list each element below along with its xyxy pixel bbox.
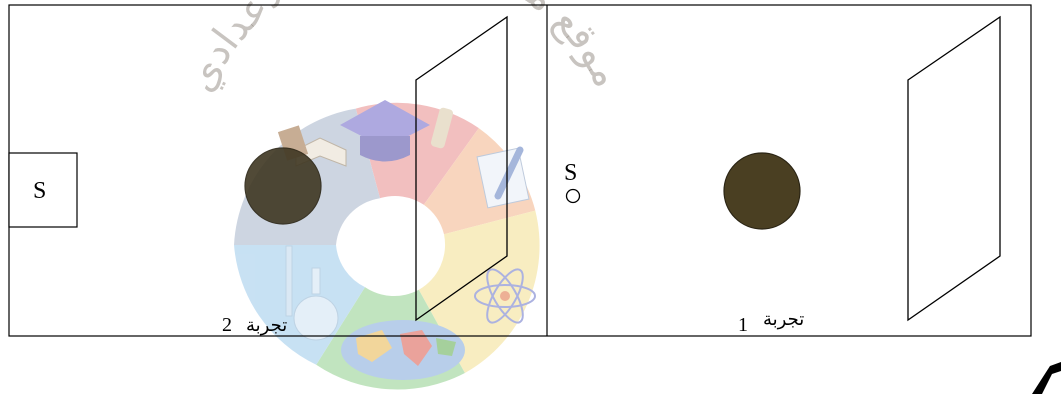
experiment-1-caption-word: تجربة (763, 309, 804, 330)
experiment-2-panel: S تجربة 2 (8, 15, 508, 336)
graduation-cap-icon (340, 100, 430, 162)
point-source (565, 188, 581, 204)
opaque-disc-1 (723, 152, 801, 230)
opaque-disc-2 (244, 147, 322, 225)
experiment-2-caption-number: 2 (222, 314, 232, 336)
atom-icon (474, 268, 536, 324)
extended-source-label: S (33, 178, 46, 204)
experiment-2-caption-word: تجربة (246, 315, 287, 336)
scroll-icon (430, 107, 454, 149)
test-tube-icon (285, 245, 293, 317)
screen-2 (415, 15, 508, 322)
experiment-1-caption-number: 1 (738, 314, 748, 336)
watermark-text: موقع مراجعة سنوات الاعدادي (177, 0, 631, 99)
corner-fragment-mark (1032, 362, 1061, 394)
experiment-1-panel: S تجربة 1 (564, 15, 1001, 336)
extended-source-box (8, 152, 78, 228)
watermark-emblem (234, 100, 540, 390)
flask-icon (293, 267, 339, 341)
world-map-icon (341, 320, 465, 380)
point-source-label: S (564, 160, 577, 186)
document-pen-icon (476, 146, 530, 209)
screen-1 (907, 15, 1001, 322)
